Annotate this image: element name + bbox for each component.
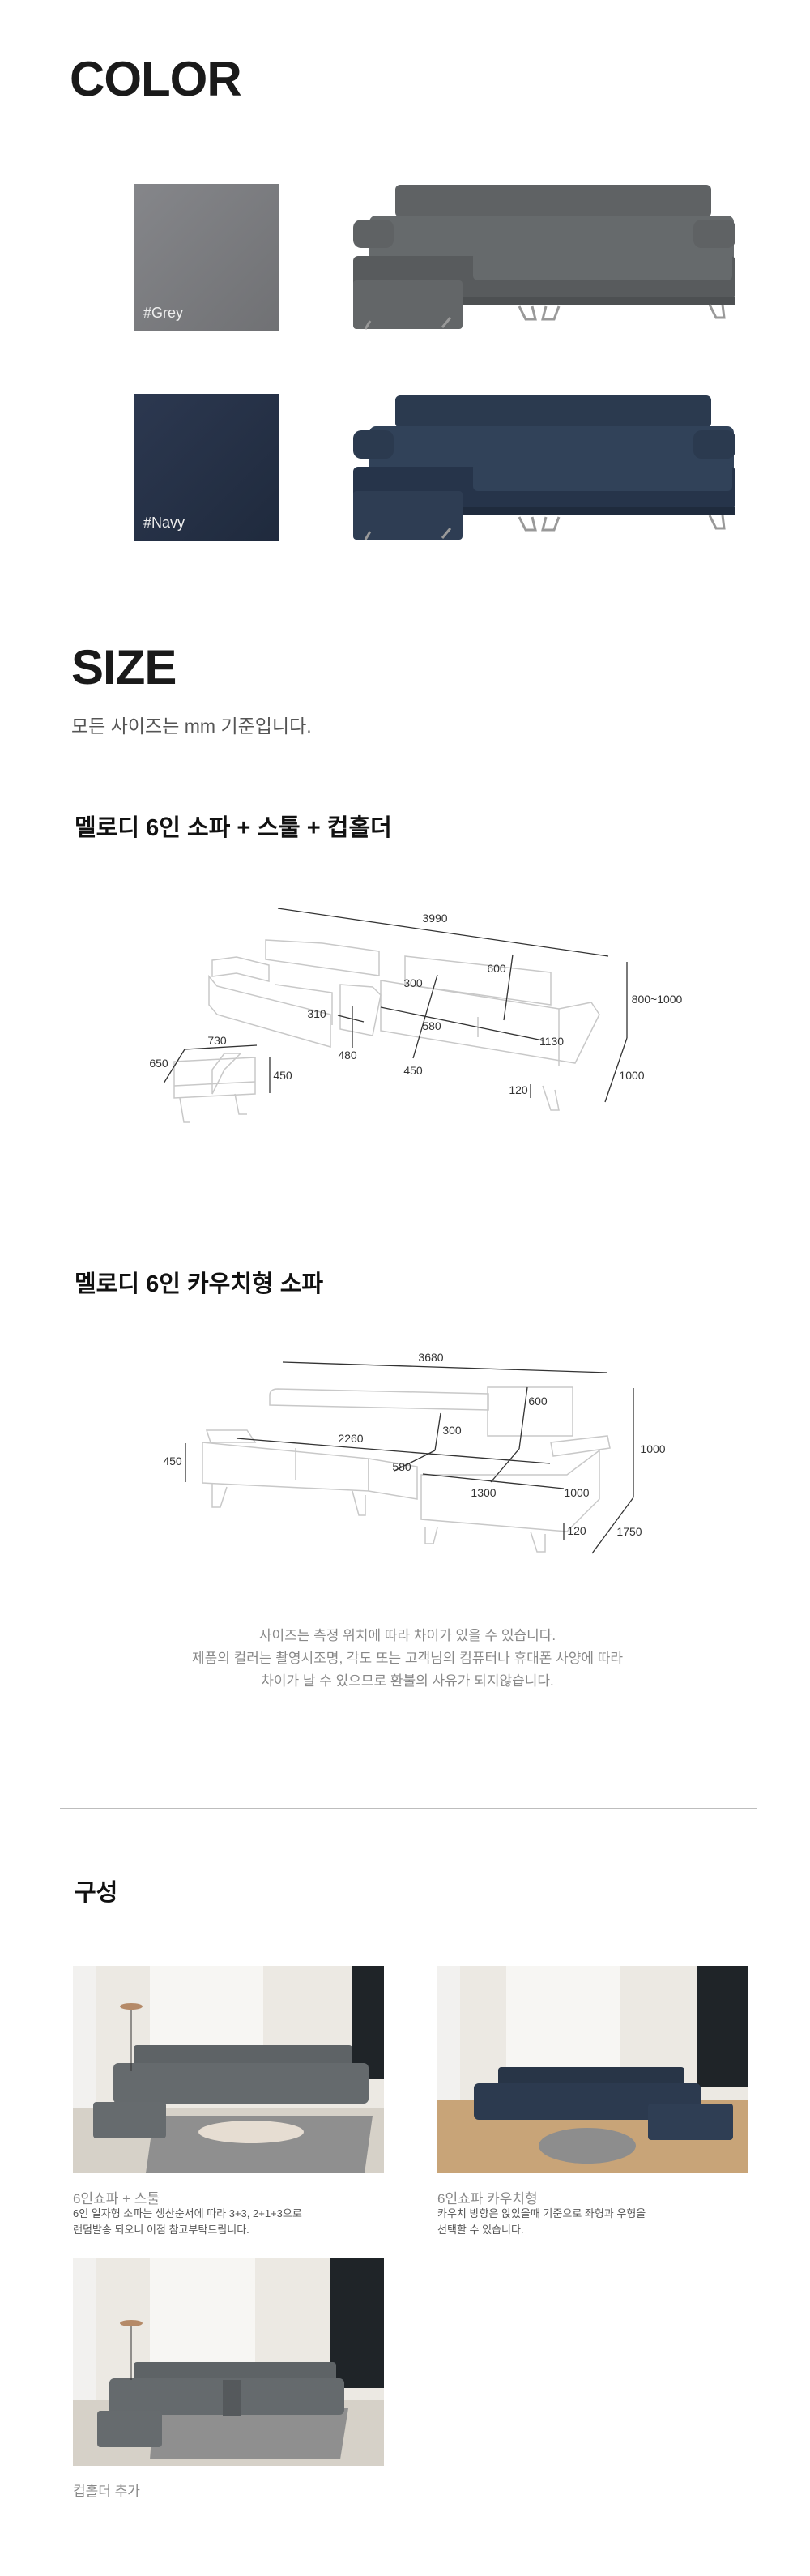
dim-chaise-length: 1300 [471,1486,496,1499]
item-desc-line: 카우치 방향은 앉았을때 기준으로 좌형과 우형을 [437,2207,646,2219]
cupholder-room-photo [73,2258,384,2466]
size-unit-note: 모든 사이즈는 mm 기준입니다. [71,716,312,737]
navy-swatch[interactable]: #Navy [134,394,279,541]
dim-seat-height: 450 [163,1455,182,1467]
dimension-lines [163,908,628,1103]
dim-back: 300 [442,1424,462,1437]
size-section-title: SIZE [71,640,177,694]
dim-seat-width: 2260 [338,1432,363,1445]
item-title: 6인쇼파 카우치형 [437,2191,538,2206]
dim-seat-depth: 580 [422,1019,441,1032]
size-disclaimer: 사이즈는 측정 위치에 따라 차이가 있을 수 있습니다. 제품의 컬러는 촬영… [0,1625,810,1693]
dim-total-width: 3680 [418,1351,443,1364]
dim-cupholder-width: 310 [307,1007,326,1020]
couch-sofa-room-photo [437,1966,748,2173]
dim-chaise-width: 1000 [564,1486,589,1499]
dim-arm: 1130 [539,1035,564,1048]
dimension-lines [185,1361,634,1554]
section-divider [60,1808,757,1809]
swatch-label: #Navy [143,515,185,531]
item-desc-line: 6인 일자형 소파는 생산순서에 따라 3+3, 2+1+3으로 [73,2207,302,2219]
disclaimer-line: 제품의 컬러는 촬영시조명, 각도 또는 고객님의 컴퓨터나 휴대폰 사양에 따… [191,1651,624,1666]
dim-leg: 120 [509,1083,528,1096]
item-title: 6인쇼파 + 스툴 [73,2191,160,2206]
dim-depth: 1000 [619,1069,644,1082]
dim-depth: 1750 [616,1525,642,1538]
disclaimer-line: 사이즈는 측정 위치에 따라 차이가 있을 수 있습니다. [258,1628,556,1643]
grey-swatch[interactable]: #Grey [134,184,279,331]
composition-section-title: 구성 [75,1880,118,1906]
navy-sofa-image [353,395,735,540]
item-desc-line: 선택할 수 있습니다. [437,2224,524,2236]
dim-seat-depth: 580 [392,1460,411,1473]
sofa-stool-room-photo [73,1966,384,2173]
swatch-label: #Grey [143,305,184,321]
diagram-1-title: 멜로디 6인 소파 + 스툴 + 컵홀더 [75,815,392,841]
dim-headrest: 600 [528,1395,548,1408]
dim-stool-depth: 650 [149,1057,168,1070]
disclaimer-line: 차이가 날 수 있으므로 환불의 사유가 되지않습니다. [261,1673,554,1689]
dim-leg: 120 [567,1524,586,1537]
item-desc-line: 랜덤발송 되오니 이점 참고부탁드립니다. [73,2224,249,2236]
item-desc: 6인 일자형 소파는 생산순서에 따라 3+3, 2+1+3으로 랜덤발송 되오… [73,2206,302,2238]
dim-height: 800~1000 [632,993,683,1006]
diagram-2-title: 멜로디 6인 카우치형 소파 [75,1271,324,1297]
dim-headrest: 600 [487,962,506,975]
dim-seat-height: 450 [403,1064,423,1077]
dim-total-width: 3990 [422,912,447,925]
dim-stool-width: 730 [207,1034,227,1047]
item-title: 컵홀더 추가 [73,2484,140,2499]
sofa-outline [202,1386,611,1553]
item-desc: 카우치 방향은 앉았을때 기준으로 좌형과 우형을 선택할 수 있습니다. [437,2206,646,2238]
sofa-outline [173,939,600,1123]
dim-stool-height: 450 [273,1069,292,1082]
sofa-stool-cupholder-diagram: 3990 600 300 800~1000 310 580 1130 730 6… [149,908,683,1123]
color-section-title: COLOR [70,52,242,106]
grey-sofa-image [353,185,735,330]
dim-height: 1000 [640,1442,665,1455]
dim-back: 300 [403,976,423,989]
dim-cupholder-height: 480 [338,1049,357,1062]
couch-sofa-diagram: 3680 600 300 2260 1000 450 580 1300 1000… [163,1351,666,1554]
